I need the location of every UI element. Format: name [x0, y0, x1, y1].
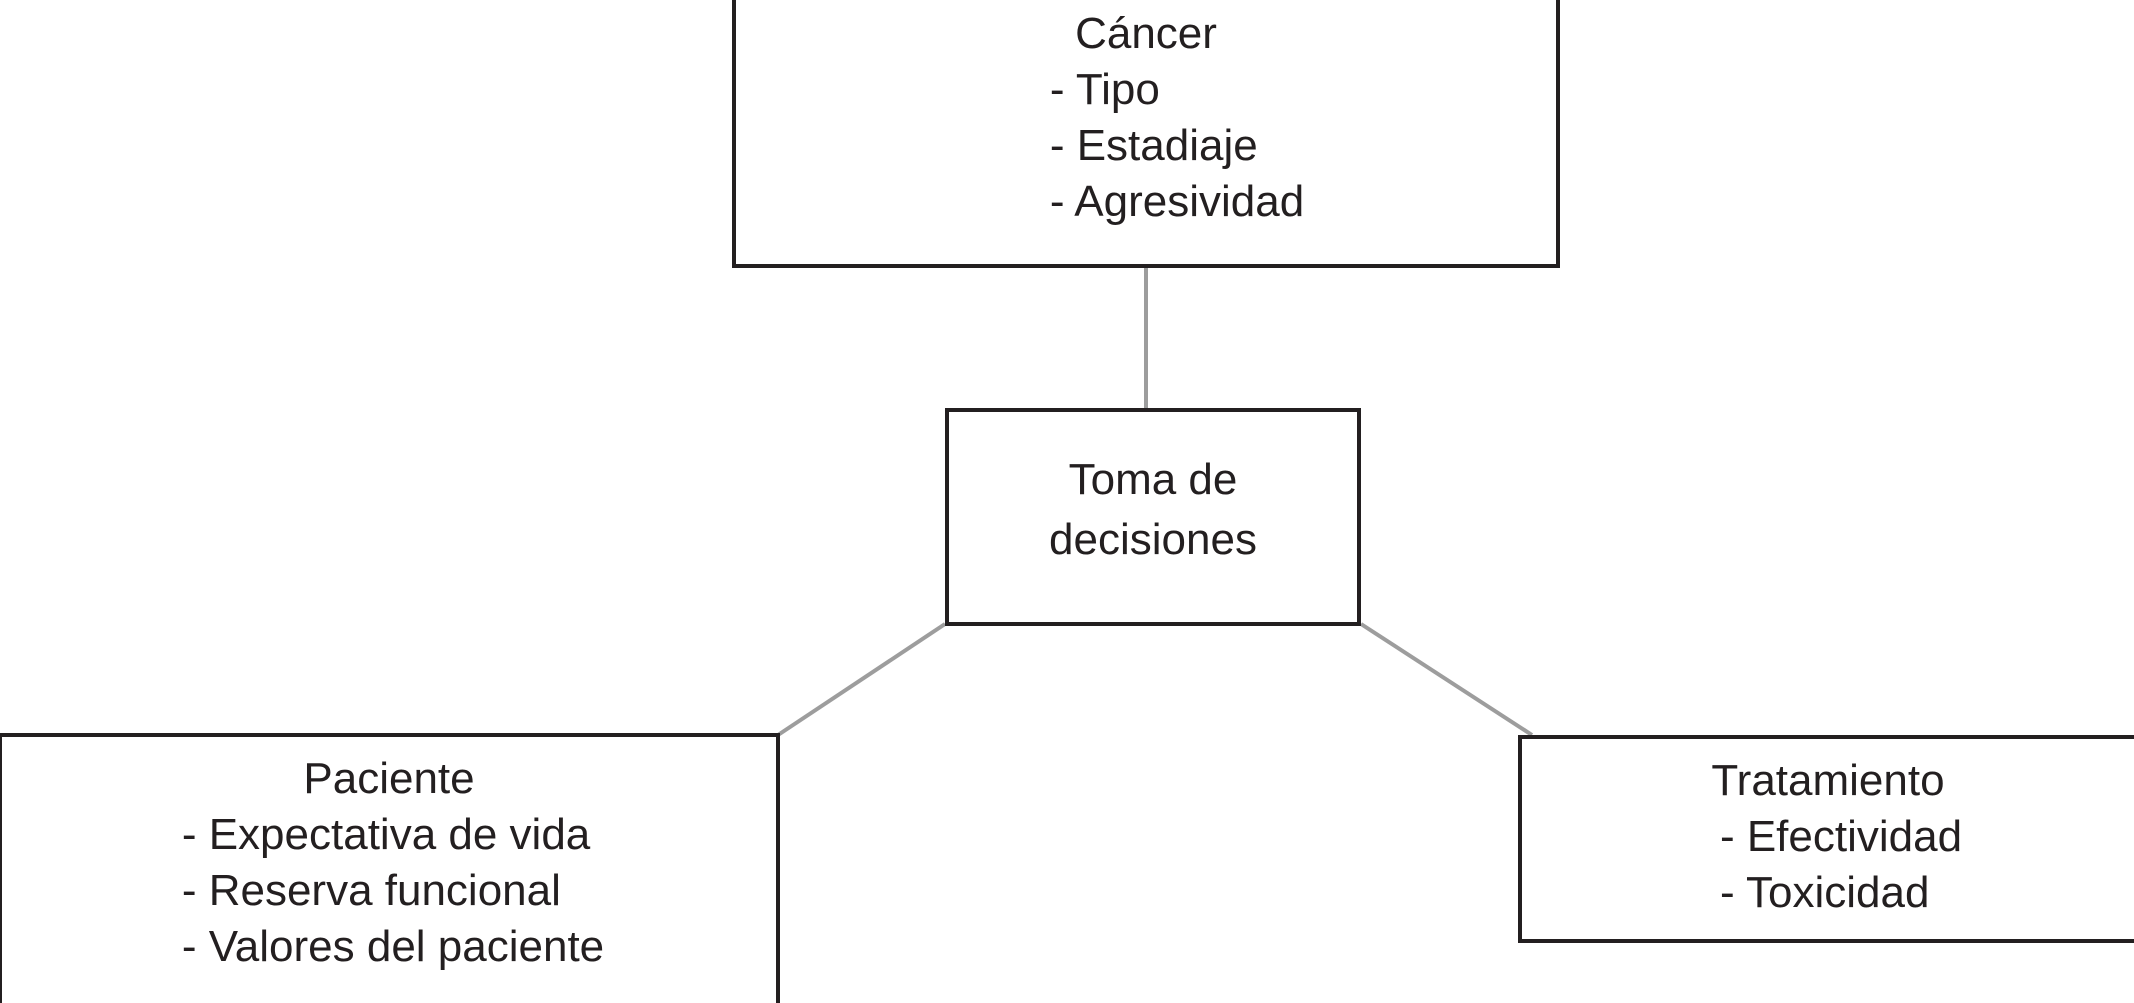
node-cancer[interactable]: Cáncer - Tipo - Estadiaje - Agresividad — [732, 0, 1560, 268]
node-patient-item-2: - Valores del paciente — [181, 922, 605, 971]
node-decision-title-line2: decisiones — [1049, 515, 1257, 564]
node-treatment-content: Tratamiento - Efectividad - Toxicidad — [1522, 753, 2134, 921]
node-patient-items: - Expectativa de vida - Reserva funciona… — [2, 807, 776, 975]
node-patient-item-1: - Reserva funcional — [181, 866, 561, 915]
node-treatment-title: Tratamiento — [1711, 756, 1945, 805]
node-toma-de-decisiones[interactable]: Toma de decisiones — [945, 408, 1361, 626]
node-decision-title-line1: Toma de — [1068, 455, 1238, 504]
node-decision-content: Toma de decisiones — [949, 450, 1357, 570]
connector-decision-to-treatment — [1359, 622, 1534, 737]
node-patient-title: Paciente — [303, 754, 475, 803]
node-paciente[interactable]: Paciente - Expectativa de vida - Reserva… — [0, 733, 780, 1003]
node-patient-content: Paciente - Expectativa de vida - Reserva… — [2, 751, 776, 975]
node-cancer-content: Cáncer - Tipo - Estadiaje - Agresividad — [736, 6, 1556, 230]
node-patient-item-0: - Expectativa de vida — [181, 810, 591, 859]
node-tratamiento[interactable]: Tratamiento - Efectividad - Toxicidad — [1518, 735, 2134, 943]
node-cancer-item-2: - Agresividad — [1049, 177, 1305, 226]
node-treatment-item-1: - Toxicidad — [1719, 868, 1930, 917]
connector-decision-to-patient — [776, 622, 947, 737]
node-cancer-items: - Tipo - Estadiaje - Agresividad — [736, 62, 1556, 230]
node-cancer-title: Cáncer — [1075, 9, 1217, 58]
node-cancer-item-0: - Tipo — [1049, 65, 1160, 114]
node-treatment-items: - Efectividad - Toxicidad — [1522, 809, 2134, 921]
node-treatment-item-0: - Efectividad — [1719, 812, 1963, 861]
node-cancer-item-1: - Estadiaje — [1049, 121, 1258, 170]
